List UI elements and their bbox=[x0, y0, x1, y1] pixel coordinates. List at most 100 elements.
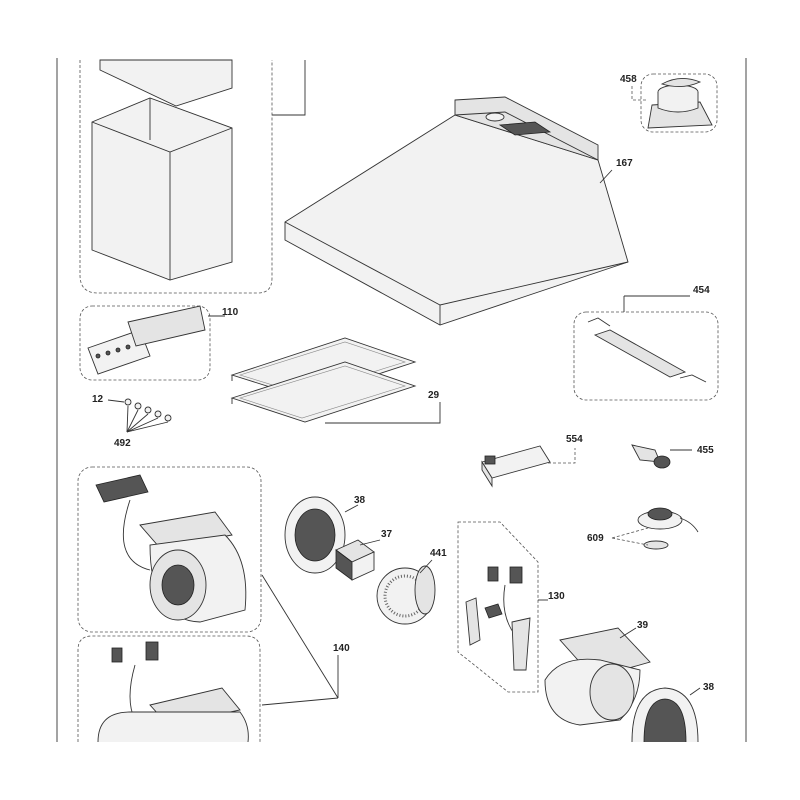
filter-bottom bbox=[230, 361, 417, 423]
fan-wheel-group: 441 bbox=[376, 548, 447, 625]
leader-12 bbox=[107, 399, 125, 403]
label-492: 492 bbox=[114, 438, 131, 449]
motor-assembly-bottom bbox=[77, 635, 261, 743]
wiring-cap-1 bbox=[487, 566, 499, 582]
label-110: 110 bbox=[222, 307, 239, 318]
leader-609-1 bbox=[611, 527, 649, 539]
hood-top-hole bbox=[485, 112, 505, 122]
wiring-kit-group: 130 bbox=[457, 521, 565, 693]
leader-492-1 bbox=[126, 405, 129, 433]
leader-39 bbox=[619, 627, 637, 639]
label-554: 554 bbox=[566, 434, 583, 445]
wiring-kit-dashed-box bbox=[457, 521, 539, 693]
bracket-group: 454 bbox=[573, 285, 719, 401]
leader-492-5 bbox=[126, 421, 169, 433]
label-140: 140 bbox=[333, 643, 350, 654]
lamp-bulb bbox=[647, 507, 673, 521]
knob-1 bbox=[124, 398, 132, 406]
button-1 bbox=[95, 353, 101, 359]
motor-bottom-housing bbox=[97, 711, 249, 743]
grille-right-mesh bbox=[643, 698, 687, 743]
bracket-clip-right bbox=[679, 374, 707, 383]
label-455: 455 bbox=[697, 445, 714, 456]
motor-bottom-cap-2 bbox=[145, 641, 159, 661]
label-167: 167 bbox=[616, 158, 633, 169]
control-dashed-box bbox=[79, 305, 211, 381]
filter-bottom-mesh bbox=[238, 365, 406, 419]
knob-group: 12 492 bbox=[92, 394, 172, 449]
leader-140-2 bbox=[261, 697, 339, 706]
label-29: 29 bbox=[428, 390, 440, 401]
blower-housing-group: 39 bbox=[544, 620, 651, 726]
leader-167 bbox=[599, 169, 613, 184]
control-pcb bbox=[127, 305, 206, 347]
leader-609-2 bbox=[611, 537, 649, 546]
leader-29 bbox=[325, 402, 441, 424]
motor-37-group: 37 bbox=[335, 529, 393, 581]
motor-bottom-dashed-box bbox=[77, 635, 261, 742]
motor-top-dashed-box bbox=[77, 466, 262, 633]
knob-4 bbox=[154, 410, 162, 418]
transformer-group: 554 bbox=[481, 434, 583, 488]
button-3 bbox=[115, 347, 121, 353]
filter-group: 29 bbox=[230, 337, 441, 424]
grille-center-group: 38 bbox=[284, 495, 366, 574]
upper-chimney-part bbox=[99, 59, 233, 107]
leader-38b bbox=[689, 687, 701, 696]
motor-top-connector bbox=[95, 474, 149, 503]
adaptor-group: 458 bbox=[620, 73, 718, 133]
adaptor-dashed-box bbox=[640, 73, 718, 133]
leader-492-3 bbox=[126, 413, 149, 433]
leader-441 bbox=[419, 559, 433, 574]
label-38a: 38 bbox=[354, 495, 366, 506]
leader-554 bbox=[548, 448, 576, 464]
wiring-bracket-1 bbox=[465, 597, 481, 646]
label-441: 441 bbox=[430, 548, 447, 559]
leader-38a bbox=[344, 504, 359, 513]
hood-top-edge bbox=[454, 111, 599, 161]
leader-37 bbox=[359, 539, 381, 546]
leader-140-1 bbox=[261, 574, 339, 699]
chimney-leader bbox=[272, 60, 306, 116]
grille-right-group: 38 bbox=[631, 682, 715, 743]
knob-3 bbox=[144, 406, 152, 414]
leader-492-2 bbox=[126, 409, 139, 433]
motor-top-fan-center bbox=[161, 564, 195, 606]
label-458: 458 bbox=[620, 74, 637, 85]
motor-bottom-cap-1 bbox=[111, 647, 123, 663]
grille-center-mesh bbox=[294, 508, 336, 562]
label-12: 12 bbox=[92, 394, 104, 405]
bracket-bar bbox=[593, 329, 687, 378]
label-39: 39 bbox=[637, 620, 649, 631]
label-454: 454 bbox=[693, 285, 710, 296]
hood-top-opening bbox=[498, 121, 552, 136]
lamp-wire bbox=[679, 517, 699, 533]
adaptor-collar bbox=[657, 92, 699, 113]
knob-2 bbox=[134, 402, 142, 410]
label-609: 609 bbox=[587, 533, 604, 544]
bracket-dashed-box bbox=[573, 311, 719, 401]
lamp-holder-group: 455 bbox=[631, 444, 714, 469]
leader-458 bbox=[631, 86, 648, 101]
wiring-cap-2 bbox=[509, 566, 523, 584]
knob-5 bbox=[164, 414, 172, 422]
lamp-cover bbox=[643, 540, 669, 550]
hood-body: 167 bbox=[284, 96, 633, 326]
fan-wheel-side bbox=[414, 565, 436, 615]
blower-opening bbox=[589, 663, 635, 721]
lamp-group: 609 bbox=[587, 507, 699, 550]
bracket-clip-left bbox=[587, 317, 611, 327]
label-130: 130 bbox=[548, 591, 565, 602]
chimney-group bbox=[79, 59, 306, 294]
lower-chimney-part bbox=[91, 97, 233, 281]
motor-37-side bbox=[351, 551, 375, 581]
motor-top-wire bbox=[122, 499, 151, 571]
transformer-end bbox=[481, 460, 493, 488]
leader-492-4 bbox=[126, 417, 159, 433]
wiring-plate bbox=[484, 603, 503, 619]
control-panel-group: 110 bbox=[79, 305, 239, 381]
chimney-dashed-box bbox=[79, 60, 273, 294]
wiring-bracket-2 bbox=[511, 617, 531, 671]
adaptor-flap bbox=[660, 78, 702, 87]
